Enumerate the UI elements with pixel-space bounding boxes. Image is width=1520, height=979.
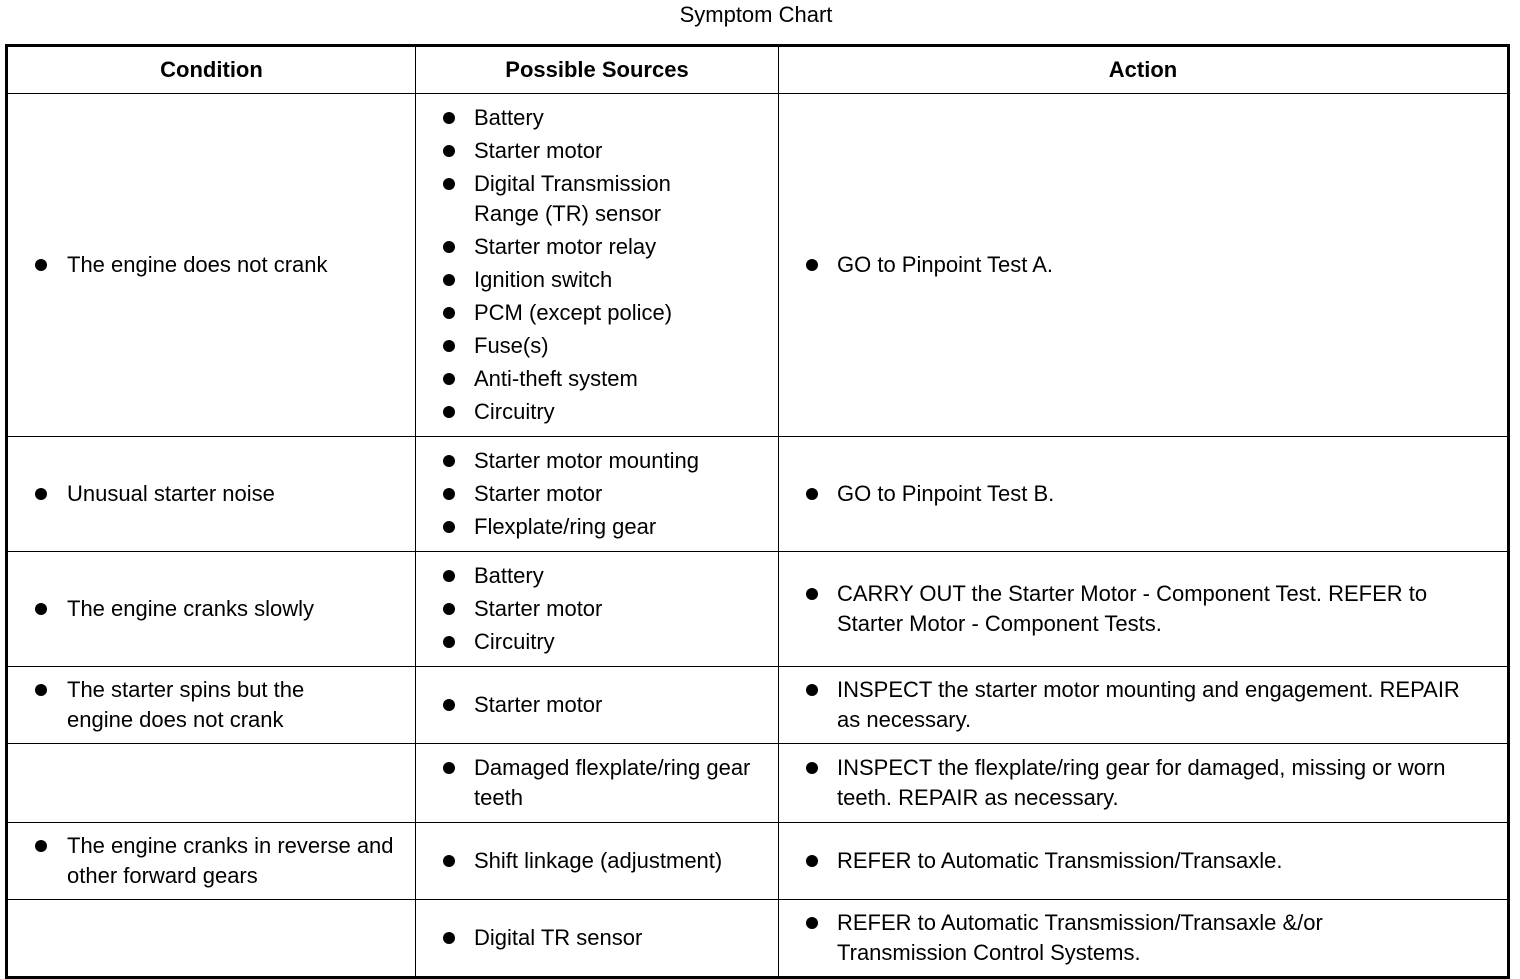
source-item: Damaged flexplate/ring gear teeth — [416, 753, 778, 813]
source-item: Starter motor — [416, 594, 778, 624]
chart-title: Symptom Chart — [679, 2, 833, 27]
source-item: Ignition switch — [416, 265, 778, 295]
header-condition: Condition — [6, 45, 416, 94]
condition-text: The starter spins but the engine does no… — [8, 675, 415, 735]
table-header-row: Condition Possible Sources Action — [6, 45, 1509, 94]
source-item: Anti-theft system — [416, 364, 778, 394]
condition-cell: The engine does not crank — [6, 93, 416, 437]
action-text: CARRY OUT the Starter Motor - Component … — [779, 579, 1507, 639]
source-item: Digital Transmission Range (TR) sensor — [416, 169, 778, 229]
condition-text: Unusual starter noise — [8, 479, 415, 509]
action-text: GO to Pinpoint Test B. — [779, 479, 1507, 509]
action-text: INSPECT the starter motor mounting and e… — [779, 675, 1507, 735]
source-item: Starter motor mounting — [416, 446, 778, 476]
condition-cell-empty — [6, 899, 416, 978]
source-item: Starter motor — [416, 690, 778, 720]
condition-cell-empty — [6, 743, 416, 823]
condition-cell: The starter spins but the engine does no… — [6, 666, 416, 744]
source-item: Digital TR sensor — [416, 923, 778, 953]
source-item: PCM (except police) — [416, 298, 778, 328]
header-possible-sources: Possible Sources — [415, 45, 779, 94]
source-item: Circuitry — [416, 627, 778, 657]
table-row: Damaged flexplate/ring gear teeth INSPEC… — [6, 743, 1509, 823]
table-row: The engine cranks in reverse and other f… — [6, 822, 1509, 900]
action-cell: REFER to Automatic Transmission/Transaxl… — [778, 822, 1509, 900]
condition-text: The engine cranks in reverse and other f… — [8, 831, 415, 891]
header-action: Action — [778, 45, 1509, 94]
action-cell: INSPECT the flexplate/ring gear for dama… — [778, 743, 1509, 823]
source-item: Flexplate/ring gear — [416, 512, 778, 542]
condition-text: The engine does not crank — [8, 250, 415, 280]
action-text: REFER to Automatic Transmission/Transaxl… — [779, 846, 1507, 876]
table-row: Unusual starter noise Starter motor moun… — [6, 436, 1509, 552]
condition-text: The engine cranks slowly — [8, 594, 415, 624]
source-item: Battery — [416, 103, 778, 133]
sources-cell: Shift linkage (adjustment) — [415, 822, 779, 900]
condition-cell: Unusual starter noise — [6, 436, 416, 552]
action-text: REFER to Automatic Transmission/Transaxl… — [779, 908, 1507, 968]
condition-cell: The engine cranks in reverse and other f… — [6, 822, 416, 900]
sources-cell: Damaged flexplate/ring gear teeth — [415, 743, 779, 823]
sources-cell: Battery Starter motor Digital Transmissi… — [415, 93, 779, 437]
source-item: Starter motor — [416, 136, 778, 166]
table-row: The engine cranks slowly Battery Starter… — [6, 551, 1509, 667]
source-item: Circuitry — [416, 397, 778, 427]
sources-cell: Battery Starter motor Circuitry — [415, 551, 779, 667]
source-item: Shift linkage (adjustment) — [416, 846, 778, 876]
source-item: Starter motor relay — [416, 232, 778, 262]
action-cell: GO to Pinpoint Test B. — [778, 436, 1509, 552]
action-cell: CARRY OUT the Starter Motor - Component … — [778, 551, 1509, 667]
table-row: The engine does not crank Battery Starte… — [6, 93, 1509, 437]
source-item: Starter motor — [416, 479, 778, 509]
action-text: GO to Pinpoint Test A. — [779, 250, 1507, 280]
condition-cell: The engine cranks slowly — [6, 551, 416, 667]
sources-cell: Digital TR sensor — [415, 899, 779, 978]
action-cell: GO to Pinpoint Test A. — [778, 93, 1509, 437]
symptom-table: Condition Possible Sources Action The en… — [5, 44, 1510, 979]
action-cell: REFER to Automatic Transmission/Transaxl… — [778, 899, 1509, 978]
sources-cell: Starter motor — [415, 666, 779, 744]
sources-cell: Starter motor mounting Starter motor Fle… — [415, 436, 779, 552]
table-row: The starter spins but the engine does no… — [6, 666, 1509, 744]
source-item: Battery — [416, 561, 778, 591]
action-cell: INSPECT the starter motor mounting and e… — [778, 666, 1509, 744]
action-text: INSPECT the flexplate/ring gear for dama… — [779, 753, 1507, 813]
table-row: Digital TR sensor REFER to Automatic Tra… — [6, 899, 1509, 978]
source-item: Fuse(s) — [416, 331, 778, 361]
